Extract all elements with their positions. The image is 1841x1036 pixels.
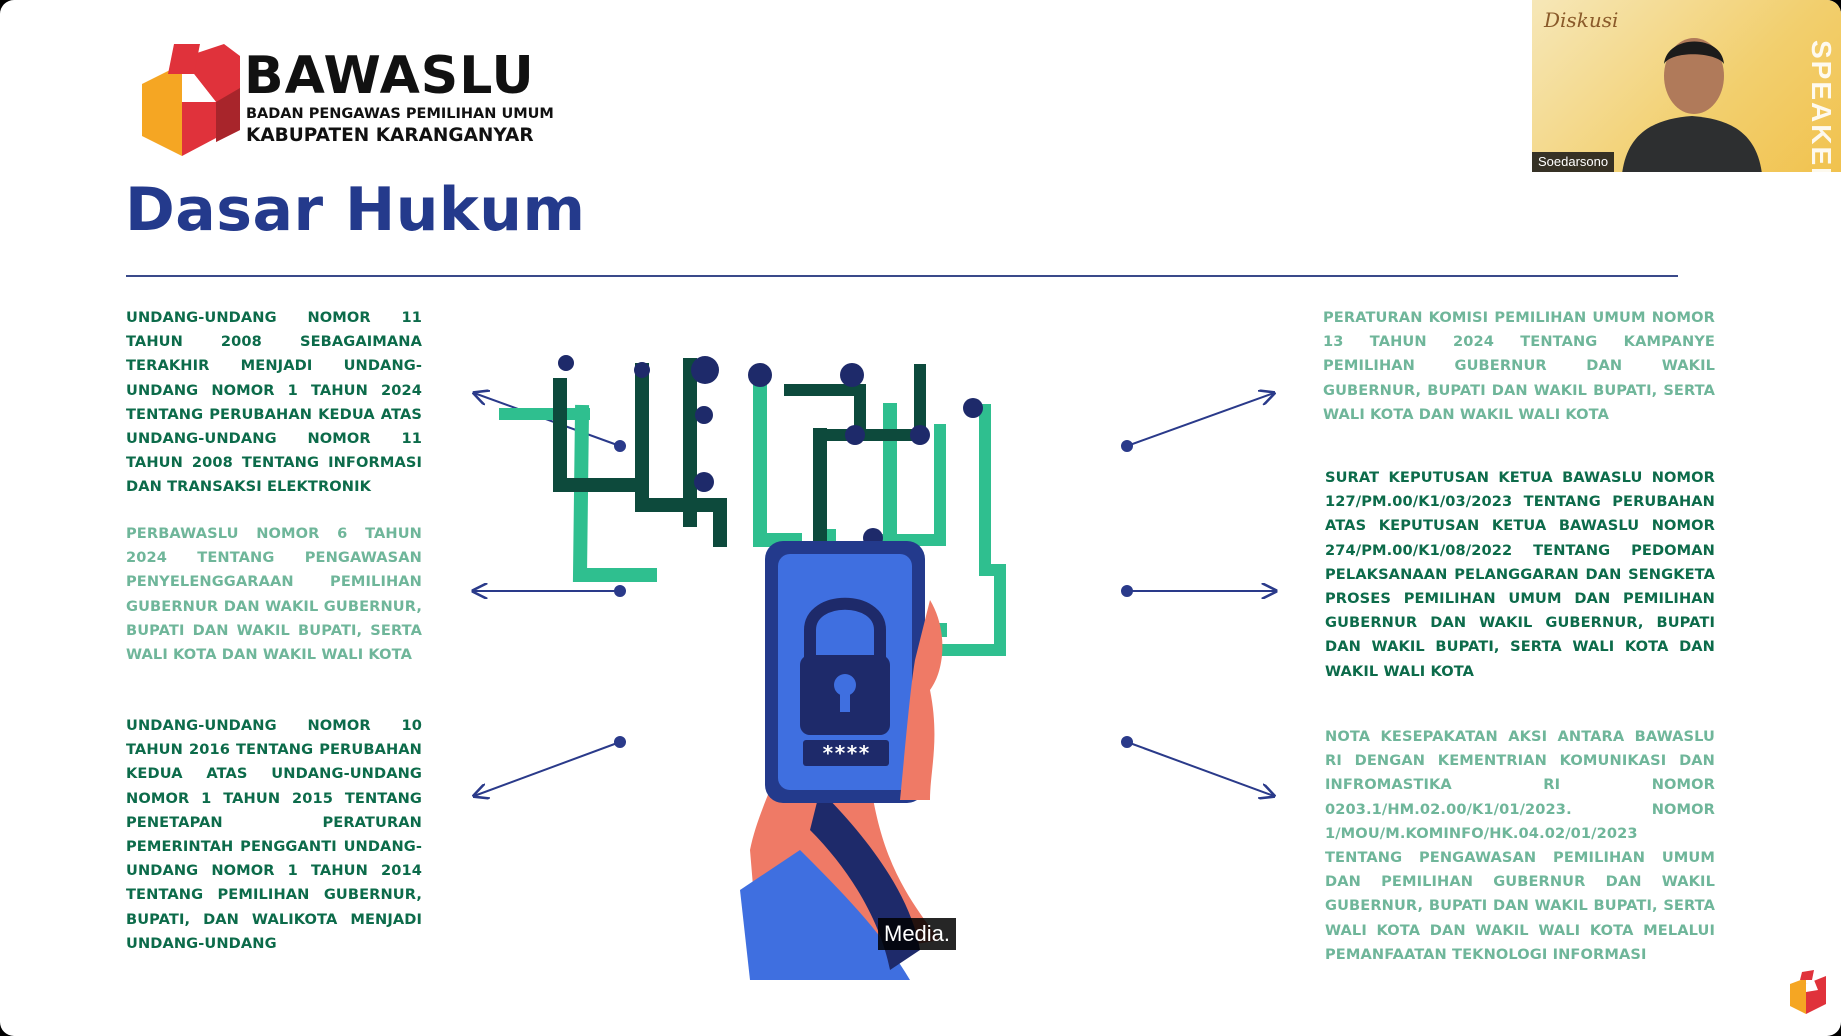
law-item-right-2: SURAT KEPUTUSAN KETUA BAWASLU NOMOR 127/… [1325,469,1715,680]
speaker-video-tile[interactable]: Diskusi SPEAKER Soedarsono [1532,0,1841,172]
arrow-right-1 [1121,393,1274,452]
law-item-right-3: NOTA KESEPAKATAN AKSI ANTARA BAWASLU RI … [1325,728,1715,963]
logo-subtitle-1: BADAN PENGAWAS PEMILIHAN UMUM [246,106,554,122]
speaker-name-label: Soedarsono [1532,152,1615,172]
live-caption: Media. [878,918,957,950]
arrow-right-3 [1121,736,1274,796]
password-mask: **** [822,741,870,765]
phone-lock-illustration: **** [499,355,1006,980]
thumb-shape [900,600,943,800]
arrow-right-2 [1121,586,1276,596]
phone-icon: **** [765,541,925,803]
law-item-right-1: PERATURAN KOMISI PEMILIHAN UMUM NOMOR 13… [1323,309,1715,423]
event-banner-title: Diskusi [1544,8,1619,32]
law-item-left-2: PERBAWASLU NOMOR 6 TAHUN 2024 TENTANG PE… [126,525,422,664]
bawaslu-corner-icon [1790,970,1826,1014]
law-item-left-3: UNDANG-UNDANG NOMOR 10 TAHUN 2016 TENTAN… [126,717,422,952]
bawaslu-logo-mark-icon [142,44,240,156]
speaker-person-icon [1622,38,1762,172]
lock-icon [800,597,890,735]
logo-subtitle-2: KABUPATEN KARANGANYAR [246,125,534,146]
page-title: Dasar Hukum [125,175,586,245]
title-divider [126,275,1678,277]
logo-name: BAWASLU [244,46,535,106]
speaker-tag: SPEAKER [1806,40,1837,172]
law-item-left-1: UNDANG-UNDANG NOMOR 11 TAHUN 2008 SEBAGA… [126,309,422,496]
bawaslu-logo: BAWASLU BADAN PENGAWAS PEMILIHAN UMUM KA… [134,44,554,162]
